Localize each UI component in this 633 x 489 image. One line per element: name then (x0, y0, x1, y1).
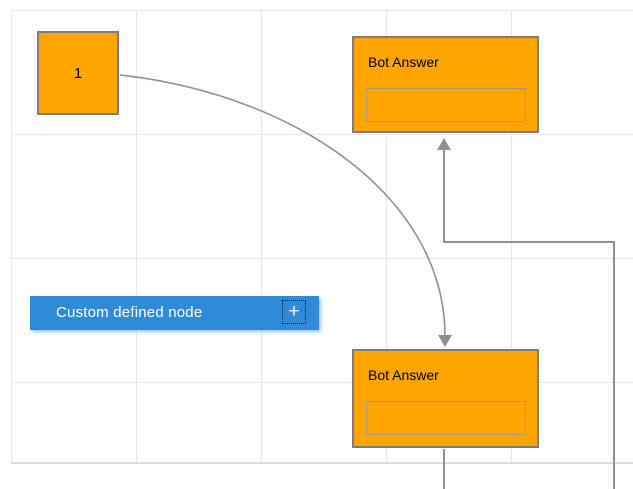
bot-answer-bottom-title: Bot Answer (368, 367, 439, 383)
add-node-button[interactable]: + (282, 300, 306, 324)
custom-defined-node[interactable]: Custom defined node + (30, 296, 319, 330)
custom-node-label: Custom defined node (56, 304, 203, 321)
bot-answer-node-top[interactable]: Bot Answer (352, 36, 539, 133)
bot-answer-bottom-input[interactable] (366, 401, 526, 435)
plus-icon: + (288, 300, 300, 322)
connector-elbow[interactable] (443, 150, 615, 489)
bot-answer-top-title: Bot Answer (368, 54, 439, 70)
start-node-label: 1 (73, 64, 83, 82)
connector-curve[interactable] (119, 74, 446, 337)
bot-answer-node-bottom[interactable]: Bot Answer (352, 349, 539, 448)
bot-answer-top-input[interactable] (366, 88, 526, 122)
start-node[interactable]: 1 (37, 31, 119, 115)
